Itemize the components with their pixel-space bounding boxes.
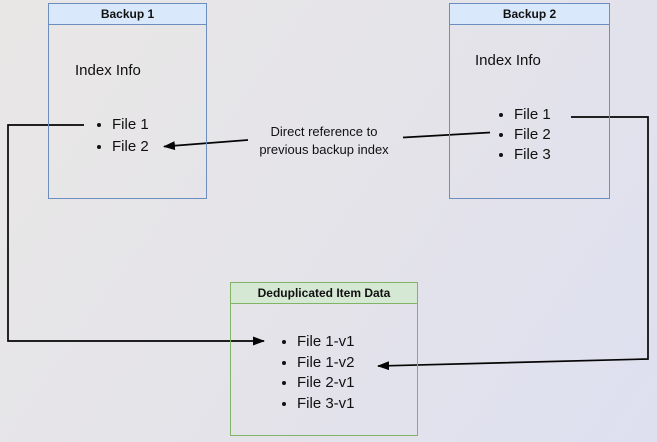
list-item: File 2-v1 [297,373,355,394]
list-item: File 2 [514,125,551,145]
annotation-line2: previous backup index [259,141,389,157]
backup1-box: Backup 1 [48,3,207,199]
list-item: File 1-v1 [297,332,355,353]
list-item: File 1 [514,105,551,125]
dedup-header: Deduplicated Item Data [231,283,417,304]
list-item: File 2 [112,136,149,158]
backup2-title: Backup 2 [502,7,557,21]
annotation-label: Direct reference to previous backup inde… [240,123,408,158]
dedup-title: Deduplicated Item Data [257,286,391,300]
backup1-header: Backup 1 [49,4,206,25]
dedup-file-list: File 1-v1 File 1-v2 File 2-v1 File 3-v1 [281,332,355,414]
dedup-box: Deduplicated Item Data [230,282,418,436]
backup2-index-info-label: Index Info [475,52,541,69]
backup2-box: Backup 2 [449,3,610,199]
backup1-file-list: File 1 File 2 [95,114,149,158]
backup2-header: Backup 2 [450,4,609,25]
list-item: File 1-v2 [297,353,355,374]
list-item: File 3-v1 [297,394,355,415]
list-item: File 3 [514,145,551,165]
backup2-file-list: File 1 File 2 File 3 [497,105,551,165]
backup1-index-info-label: Index Info [75,62,141,79]
backup1-title: Backup 1 [100,7,155,21]
list-item: File 1 [112,114,149,136]
annotation-line1: Direct reference to [270,124,378,139]
